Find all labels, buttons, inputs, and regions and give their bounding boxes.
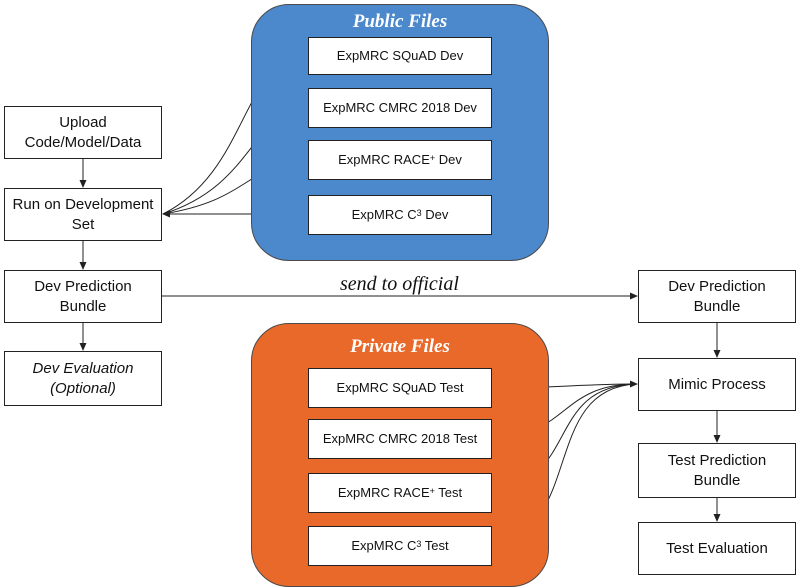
test-evaluation-box: Test Evaluation: [638, 522, 796, 575]
dev-evaluation-box: Dev Evaluation(Optional): [4, 351, 162, 406]
public-files-title: Public Files: [352, 11, 448, 32]
send-to-official-label: send to official: [340, 273, 459, 295]
private-file-c3: ExpMRC C3 Test: [308, 526, 492, 566]
private-file-race: ExpMRC RACE+ Test: [308, 473, 492, 513]
private-file-cmrc: ExpMRC CMRC 2018 Test: [308, 419, 492, 459]
public-file-c3: ExpMRC C3 Dev: [308, 195, 492, 235]
public-file-squad: ExpMRC SQuAD Dev: [308, 37, 492, 75]
private-files-title: Private Files: [350, 336, 450, 357]
private-file-squad: ExpMRC SQuAD Test: [308, 368, 492, 408]
mimic-process-box: Mimic Process: [638, 358, 796, 411]
public-file-race: ExpMRC RACE+ Dev: [308, 140, 492, 180]
public-file-cmrc: ExpMRC CMRC 2018 Dev: [308, 88, 492, 128]
